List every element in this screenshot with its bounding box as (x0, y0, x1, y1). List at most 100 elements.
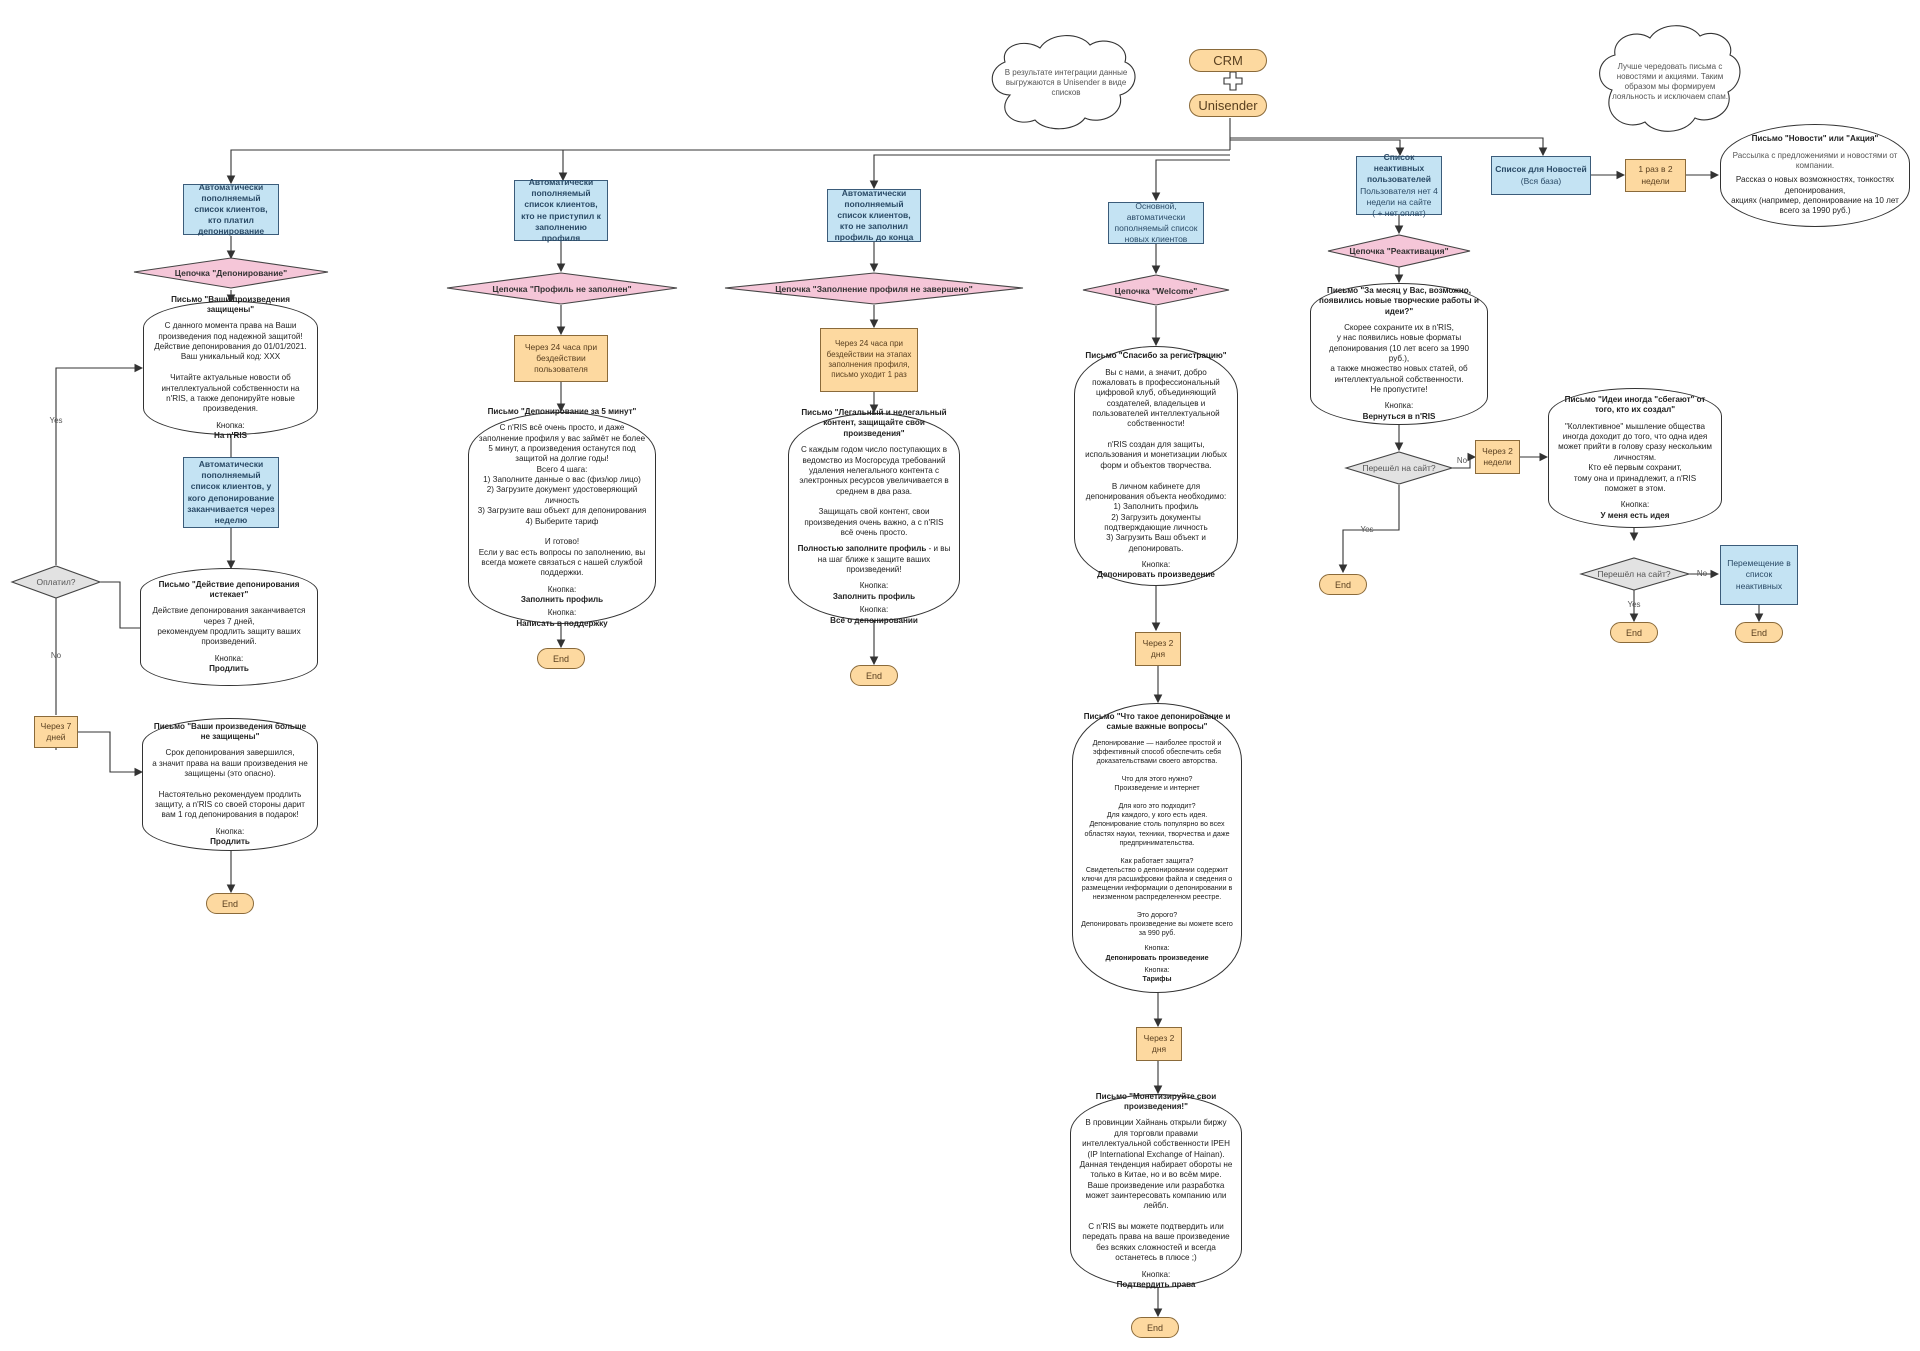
cloud-left-text: В результате интеграции данные выгружают… (1004, 68, 1128, 97)
button-caption: Кнопка: (1141, 560, 1171, 570)
letter-body: С каждым годом число поступающих в ведом… (799, 445, 949, 538)
letter-button-renew[interactable]: Продлить (209, 664, 249, 674)
button-caption: Кнопка: (547, 584, 577, 594)
letter-body: Скорее сохраните их в n'RIS, у нас появи… (1328, 322, 1470, 395)
letter-title: Письмо "За месяц у Вас, возможно, появил… (1319, 285, 1479, 316)
list-inactive-users: Список неактивных пользователей Пользова… (1356, 152, 1442, 218)
letter-thanks-registration: Письмо "Спасибо за регистрацию" Вы с нам… (1074, 346, 1238, 586)
list-news: Список для Новостей (Вся база) (1491, 156, 1591, 195)
letter-button-fill-profile[interactable]: Заполнить профиль (520, 595, 604, 605)
letter-button-tariffs[interactable]: Тарифы (1142, 974, 1172, 983)
letter-button-confirm-rights[interactable]: Подтвердить права (1116, 1279, 1196, 1289)
list-profile-not-started: Автоматически пополняемый список клиенто… (514, 177, 608, 243)
letter-button-have-idea[interactable]: У меня есть идея (1600, 510, 1670, 520)
wait-7-days: Через 7 дней (34, 716, 78, 748)
letter-legal-content: Письмо "Легальный и нелегальный контент,… (788, 408, 960, 625)
unisender-node: Unisender (1189, 94, 1267, 117)
button-caption: Кнопка: (547, 608, 577, 618)
letter-body: В провинции Хайнань открыли биржу для то… (1079, 1118, 1233, 1263)
letter-title: Письмо "Новости" или "Акция" (1751, 134, 1879, 144)
letter-title: Письмо "Монетизируйте свои произведения!… (1095, 1091, 1217, 1112)
decision-visited-1 (1344, 451, 1454, 485)
chain-diamond-reactivation (1327, 234, 1471, 268)
letter-what-is-deposit: Письмо "Что такое депонирование и самые … (1072, 703, 1242, 993)
letter-button-deposit-work[interactable]: Депонировать произведение (1097, 570, 1215, 580)
letter-button-return[interactable]: Вернуться в n'RIS (1362, 411, 1436, 421)
chain-diamond-deposit (133, 257, 329, 289)
decision-visited-2 (1579, 557, 1691, 591)
letter-body: Депонирование — наиболее простой и эффек… (1081, 738, 1233, 938)
button-caption: Кнопка: (215, 826, 245, 836)
no-label: No (1696, 569, 1708, 578)
letter-emphasis: Полностью заполните профиль (797, 544, 927, 554)
letter-title: Письмо "Ваши произведения защищены" (171, 294, 290, 315)
button-caption: Кнопка: (1144, 965, 1170, 974)
list-new-clients: Основной, автоматически пополняемый спис… (1108, 201, 1204, 244)
end-node: End (537, 648, 585, 669)
move-to-inactive: Перемещение в список неактивных (1720, 545, 1798, 605)
end-node: End (206, 893, 254, 914)
button-caption: Кнопка: (859, 605, 889, 615)
chain-diamond-profile (446, 272, 678, 305)
end-node: End (1131, 1317, 1179, 1338)
letter-button-fill-profile[interactable]: Заполнить профиль (832, 591, 916, 601)
crm-node: CRM (1189, 49, 1267, 72)
wait-24h-idle: Через 24 часа при бездействии пользовате… (514, 335, 608, 382)
list-profile-incomplete: Автоматически пополняемый список клиенто… (827, 188, 921, 242)
letter-title: Письмо "Легальный и нелегальный контент,… (801, 408, 947, 438)
chain-label-reactivation: Цепочка "Реактивация" (1349, 246, 1449, 256)
letter-button-deposit-work[interactable]: Депонировать произведение (1105, 953, 1209, 962)
letter-body: "Коллективное" мышление общества иногда … (1558, 421, 1712, 493)
letter-title: Письмо "Депонирование за 5 минут" (487, 406, 637, 416)
yes-label: Yes (1360, 525, 1374, 534)
letter-news-or-promo: Письмо "Новости" или "Акция" Рассылка с … (1720, 124, 1910, 227)
wait-2-weeks: Через 2 недели (1475, 440, 1520, 474)
letter-body: С данного момента права на Ваши произвед… (154, 321, 307, 414)
letter-button-about-deposit[interactable]: Всё о депонировании (830, 615, 918, 625)
decision-paid (10, 565, 102, 599)
visited-question: Перешёл на сайт? (1362, 463, 1436, 473)
letter-body: Вы с нами, а значит, добро пожаловать в … (1085, 367, 1227, 553)
letter-title: Письмо "Действие депонирования истекает" (158, 579, 300, 599)
letter-body: Действие депонирования заканчивается чер… (152, 606, 306, 647)
chain-label-welcome: Цепочка "Welcome" (1114, 286, 1198, 296)
cloud-right-text: Лучше чередовать письма с новостями и ак… (1612, 62, 1728, 101)
list-paid-deposit: Автоматически пополняемый список клиенто… (183, 182, 279, 236)
letter-title: Письмо "Что такое депонирование и самые … (1083, 712, 1231, 732)
paid-question: Оплатил? (36, 577, 76, 587)
letter-works-unprotected: Письмо "Ваши произведения больше не защи… (142, 718, 318, 851)
wait-2-days: Через 2 дня (1136, 1027, 1182, 1061)
letter-button-to-nris[interactable]: На n'RIS (214, 430, 247, 440)
button-caption: Кнопка: (1144, 944, 1170, 953)
button-caption: Кнопка: (1141, 1269, 1171, 1279)
end-node: End (1610, 622, 1658, 643)
letter-ideas-escape: Письмо "Идеи иногда "сбегают" от того, к… (1548, 388, 1722, 528)
end-node: End (1319, 574, 1367, 595)
list-subtitle: (Вся база) (1520, 175, 1562, 186)
letter-deposit-expiring: Письмо "Действие депонирования истекает"… (140, 568, 318, 686)
letter-title: Письмо "Идеи иногда "сбегают" от того, к… (1564, 395, 1706, 415)
yes-label: Yes (49, 416, 63, 425)
list-title: Список для Новостей (1495, 164, 1587, 175)
chain-label-profile: Цепочка "Профиль не заполнен" (492, 284, 632, 294)
wait-every-2-weeks: 1 раз в 2 недели (1625, 159, 1686, 192)
letter-button-support[interactable]: Написать в поддержку (516, 618, 608, 628)
wait-24h-once: Через 24 часа при бездействии на этапах … (820, 328, 918, 392)
letter-subtitle: Рассылка с предложениями и новостями от … (1732, 150, 1898, 170)
end-node: End (1735, 622, 1783, 643)
wait-2-days: Через 2 дня (1135, 632, 1181, 666)
letter-deposit-5-min: Письмо "Депонирование за 5 минут" С n'RI… (468, 407, 656, 628)
list-expiring-deposit: Автоматически пополняемый список клиенто… (183, 457, 279, 528)
letter-body: Срок депонирования завершился, а значит … (152, 748, 308, 820)
letter-button-renew[interactable]: Продлить (210, 837, 250, 847)
letter-new-works: Письмо "За месяц у Вас, возможно, появил… (1310, 283, 1488, 425)
letter-title: Письмо "Ваши произведения больше не защи… (153, 721, 307, 741)
no-label: No (50, 651, 62, 660)
visited-question: Перешёл на сайт? (1597, 569, 1671, 579)
cloud-left-shape (991, 35, 1136, 130)
chain-diamond-profile-incomplete (724, 272, 1024, 305)
button-caption: Кнопка: (1384, 401, 1414, 411)
yes-label: Yes (1627, 600, 1641, 609)
no-label: No (1456, 456, 1468, 465)
plus-icon (1223, 71, 1243, 91)
